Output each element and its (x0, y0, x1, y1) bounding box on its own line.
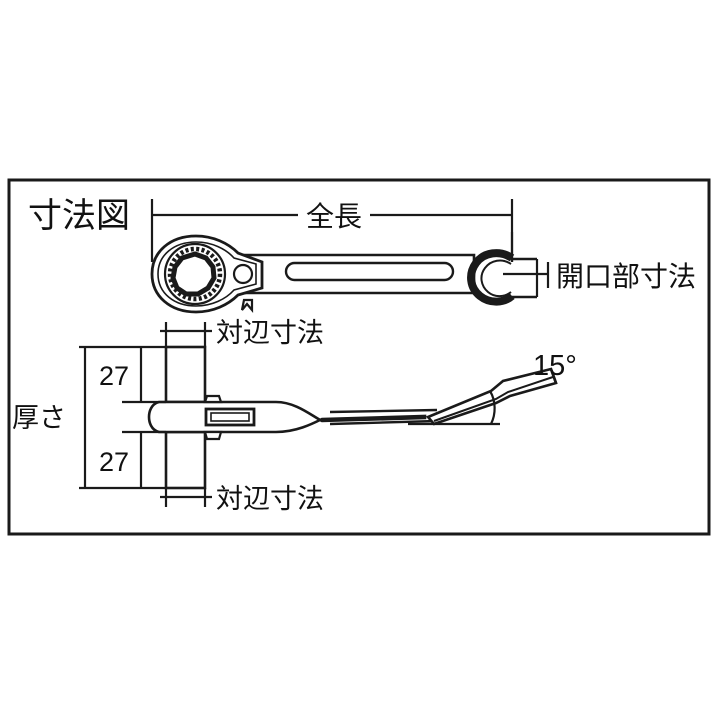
overall-length-label: 全長 (306, 201, 362, 232)
thickness-label: 厚さ (12, 403, 66, 433)
twelve-point-socket (170, 251, 217, 297)
side-head-top-nub (203, 394, 223, 404)
figure-title: 寸法図 (28, 197, 130, 235)
side-handle-tip-face (549, 368, 558, 384)
wrench-top-view (150, 234, 537, 314)
across-flats-top-dimension (160, 322, 212, 348)
across-flats-top-label: 対辺寸法 (216, 318, 324, 348)
thickness-upper-value: 27 (99, 361, 129, 391)
reverse-lever-pin (232, 263, 254, 285)
side-head-bottom-nub (203, 430, 223, 441)
opening-dimension-label: 開口部寸法 (556, 261, 696, 292)
thickness-lower-value: 27 (99, 447, 129, 477)
side-handle-bar (329, 408, 438, 426)
across-flats-bottom-dimension (160, 488, 212, 507)
open-end-jaws (512, 257, 537, 299)
head-lower-tab (240, 298, 254, 314)
angle-annotation (408, 390, 500, 426)
angle-arc (489, 390, 496, 425)
open-ring-inner (480, 259, 512, 298)
upper-square-shaft (164, 345, 207, 404)
handle-slot (284, 261, 455, 282)
thickness-dimension-chain (79, 345, 166, 490)
lower-square-shaft (164, 430, 207, 490)
side-lever-window-inner (210, 412, 250, 422)
drawing-frame (7, 178, 711, 536)
opening-dimension-leader (503, 232, 550, 297)
ratchet-head-inner-contour (157, 241, 257, 307)
open-ring-end (467, 249, 515, 306)
side-handle-angled-crease (433, 376, 554, 422)
across-flats-bottom-label: 対辺寸法 (216, 484, 324, 514)
angle-label: 15° (533, 350, 577, 382)
